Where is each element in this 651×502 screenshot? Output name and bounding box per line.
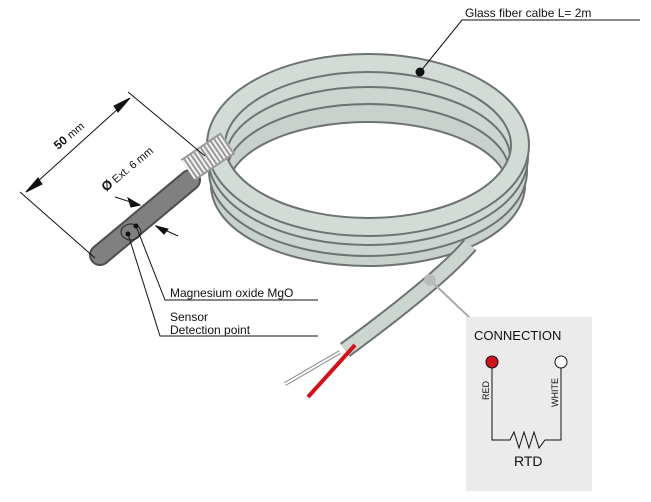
red-wire-label: RED — [481, 380, 491, 400]
cable-label: Glass fiber calbe L= 2m — [465, 6, 591, 20]
sensor-label: Sensor — [170, 310, 208, 324]
connection-panel: CONNECTION RED WHITE RTD — [466, 317, 592, 491]
cable-coil — [206, 53, 530, 267]
connection-leader — [429, 279, 471, 319]
diameter-label: Ext. 6 mm — [110, 145, 156, 186]
cable-tail — [283, 239, 477, 399]
probe — [89, 132, 236, 266]
length-unit: mm — [65, 120, 87, 141]
white-terminal — [554, 355, 568, 369]
white-wire-label: WHITE — [550, 378, 560, 407]
dimension-lines — [19, 19, 640, 337]
rtd-resistor — [491, 362, 562, 450]
red-terminal — [485, 355, 499, 369]
mgo-label: Magnesium oxide MgO — [170, 286, 293, 300]
red-wire — [306, 343, 357, 399]
connection-point — [424, 274, 436, 286]
connection-title: CONNECTION — [474, 328, 561, 343]
rtd-label: RTD — [514, 453, 543, 469]
detection-point-label: Detection point — [170, 323, 251, 337]
